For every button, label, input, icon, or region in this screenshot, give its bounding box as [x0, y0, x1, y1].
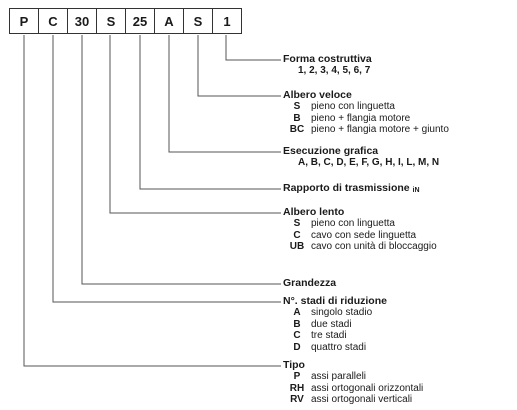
section-title: Tipo	[283, 359, 305, 371]
option-row: RV assi ortogonali verticali	[283, 394, 423, 406]
option-row: S pieno con linguetta	[283, 218, 437, 230]
option-code: UB	[289, 241, 305, 252]
option-desc: due stadi	[311, 318, 352, 330]
option-row: D quattro stadi	[283, 342, 387, 354]
option-desc: cavo con unità di bloccaggio	[311, 241, 437, 252]
code-box-row: P C 30 S 25 A S 1	[9, 8, 242, 34]
section-title: N°. stadi di riduzione	[283, 295, 387, 307]
section-tipo: Tipo P assi paralleli RH assi ortogonali…	[283, 359, 423, 406]
connector-rapporto	[139, 35, 281, 190]
option-row: A singolo stadio	[283, 307, 387, 319]
option-desc: singolo stadio	[311, 307, 373, 318]
option-code: B	[293, 318, 301, 330]
section-title: Rapporto di trasmissione	[283, 182, 410, 194]
option-desc: pieno + flangia motore	[311, 112, 411, 124]
option-code: C	[293, 229, 301, 241]
section-title: Forma costruttiva	[283, 53, 372, 65]
option-desc: quattro stadi	[311, 341, 367, 353]
section-rapporto-trasmissione: Rapporto di trasmissione iN	[283, 182, 420, 197]
section-forma-costruttiva: Forma costruttiva 1, 2, 3, 4, 5, 6, 7	[283, 53, 372, 77]
connector-forma	[225, 35, 281, 61]
section-title: Esecuzione grafica	[283, 145, 379, 157]
option-row: B pieno + flangia motore	[283, 113, 449, 125]
section-albero-veloce: Albero veloce S pieno con linguetta B pi…	[283, 89, 449, 136]
title-subscript: iN	[412, 187, 420, 194]
option-code: A	[293, 307, 301, 318]
option-code: P	[293, 371, 301, 382]
section-title: Albero veloce	[283, 89, 352, 101]
connector-esecuzione	[168, 35, 281, 153]
connector-albero-veloce	[197, 35, 281, 97]
connector-tipo	[23, 35, 281, 367]
option-row: C cavo con sede linguetta	[283, 230, 437, 242]
option-row: UB cavo con unità di bloccaggio	[283, 241, 437, 253]
connector-stadi	[52, 35, 281, 303]
option-desc: pieno con linguetta	[311, 218, 395, 229]
option-code: RV	[290, 394, 304, 405]
section-stadi-riduzione: N°. stadi di riduzione A singolo stadio …	[283, 295, 387, 353]
section-esecuzione-grafica: Esecuzione grafica A, B, C, D, E, F, G, …	[283, 145, 439, 169]
section-values: A, B, C, D, E, F, G, H, I, L, M, N	[298, 157, 440, 168]
connector-albero-lento	[109, 35, 281, 214]
option-row: P assi paralleli	[283, 371, 423, 383]
option-row: S pieno con linguetta	[283, 101, 449, 113]
option-row: RH assi ortogonali orizzontali	[283, 382, 424, 395]
option-desc: assi ortogonali orizzontali	[311, 382, 424, 394]
section-values: 1, 2, 3, 4, 5, 6, 7	[298, 65, 371, 76]
option-code: S	[293, 218, 301, 229]
option-row: B due stadi	[283, 319, 387, 331]
option-code: C	[293, 330, 301, 341]
section-title: Grandezza	[283, 277, 337, 289]
option-desc: tre stadi	[311, 330, 347, 341]
connector-grandezza	[81, 35, 281, 285]
option-code: RH	[289, 382, 305, 394]
option-desc: pieno con linguetta	[311, 101, 395, 112]
option-code: D	[293, 341, 301, 353]
section-title-row: Rapporto di trasmissione iN	[283, 182, 420, 197]
section-albero-lento: Albero lento S pieno con linguetta C cav…	[283, 206, 437, 253]
option-desc: assi ortogonali verticali	[311, 394, 413, 405]
option-row: C tre stadi	[283, 330, 387, 342]
option-row: BC pieno + flangia motore + giunto	[283, 124, 449, 136]
option-code: B	[293, 112, 301, 124]
section-title: Albero lento	[283, 206, 345, 218]
option-desc: cavo con sede linguetta	[311, 229, 417, 241]
option-code: S	[293, 101, 301, 112]
option-desc: assi paralleli	[311, 371, 367, 382]
option-code: BC	[289, 124, 305, 135]
section-grandezza: Grandezza	[283, 277, 336, 289]
code-box-forma: 1	[212, 8, 242, 34]
option-desc: pieno + flangia motore + giunto	[311, 124, 449, 135]
